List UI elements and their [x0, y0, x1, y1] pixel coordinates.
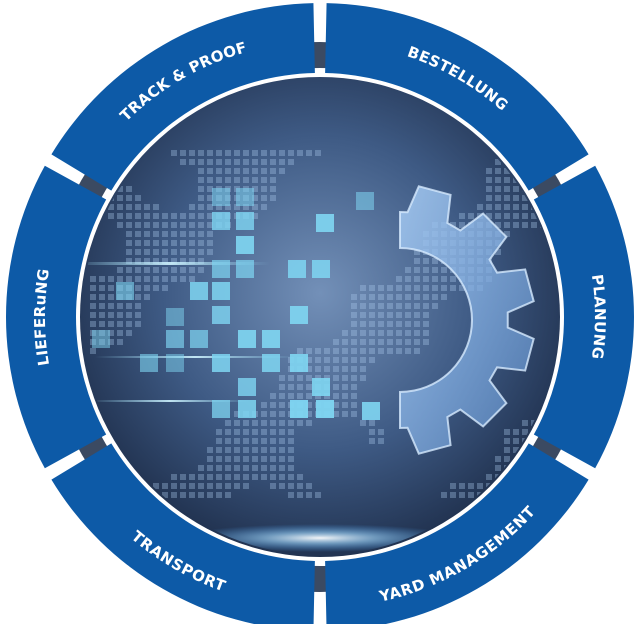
data-tile: [236, 236, 254, 254]
data-tile: [262, 354, 280, 372]
data-tile: [290, 354, 308, 372]
light-streak: [90, 400, 250, 402]
light-streak: [95, 356, 295, 358]
segment-label-lieferung: LIEFERuNG: [30, 267, 52, 367]
center-disc: [80, 77, 560, 557]
segment-bestellung: [325, 3, 589, 191]
data-tile: [212, 400, 230, 418]
data-tile: [238, 330, 256, 348]
data-tile: [190, 330, 208, 348]
data-tile: [316, 214, 334, 232]
data-tile: [290, 306, 308, 324]
data-tile: [212, 260, 230, 278]
data-tile: [312, 378, 330, 396]
gear-icon: [399, 185, 535, 455]
data-tile: [312, 260, 330, 278]
segment-planung: [533, 165, 634, 469]
data-tile: [166, 354, 184, 372]
light-streak: [82, 262, 270, 265]
segment-track-proof: [51, 3, 315, 191]
segment-transport: [51, 443, 315, 624]
segment-label-planung: PLANUNG: [588, 273, 609, 361]
data-tile: [236, 260, 254, 278]
data-tile: [92, 330, 110, 348]
data-tile: [116, 282, 134, 300]
data-tile: [262, 330, 280, 348]
data-tile: [140, 354, 158, 372]
data-tile: [212, 282, 230, 300]
data-tile: [212, 306, 230, 324]
data-tile: [238, 400, 256, 418]
data-tile: [212, 354, 230, 372]
data-tile: [166, 330, 184, 348]
segment-lieferung: [6, 165, 107, 469]
data-tile: [362, 402, 380, 420]
data-tile: [212, 188, 230, 206]
segment-yard-management: [325, 443, 589, 624]
data-tile: [316, 400, 334, 418]
data-tile: [288, 260, 306, 278]
data-tile: [356, 192, 374, 210]
data-tile: [236, 188, 254, 206]
data-tile: [212, 212, 230, 230]
data-tile: [236, 212, 254, 230]
data-tile: [190, 282, 208, 300]
data-tiles: [92, 188, 380, 420]
data-tile: [290, 400, 308, 418]
data-tile: [166, 308, 184, 326]
data-tile: [238, 378, 256, 396]
